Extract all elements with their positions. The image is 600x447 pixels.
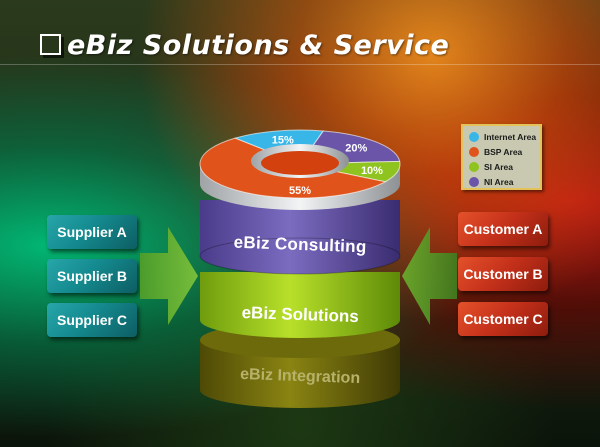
layer-label-solutions: eBiz Solutions <box>241 303 359 326</box>
supplier-b-box: Supplier B <box>47 259 137 293</box>
donut-hole <box>261 151 339 175</box>
legend: Internet Area BSP Area SI Area NI Area <box>461 124 542 190</box>
supplier-a-box: Supplier A <box>47 215 137 249</box>
donut-label-ni-area: 20% <box>345 143 367 155</box>
supplier-c-box: Supplier C <box>47 303 137 337</box>
donut-labels: 15% 20% 10% 55% <box>272 135 383 197</box>
legend-item: Internet Area <box>463 129 540 144</box>
legend-item: SI Area <box>463 159 540 174</box>
customer-c-box: Customer C <box>458 302 548 336</box>
legend-dot-icon <box>469 131 479 142</box>
customer-b-box: Customer B <box>458 257 548 291</box>
legend-item: NI Area <box>463 174 540 189</box>
title-text: eBiz Solutions & Service <box>67 30 450 61</box>
legend-item: BSP Area <box>463 144 540 159</box>
legend-dot-icon <box>469 146 479 157</box>
right-arrow-icon <box>402 227 457 325</box>
layer-consulting <box>199 200 401 275</box>
slide-title: eBiz Solutions & Service <box>40 30 449 61</box>
donut-label-bsp-area: 55% <box>289 185 311 197</box>
checkbox-bullet-icon <box>40 34 61 55</box>
donut-label-si-area: 10% <box>361 165 383 177</box>
donut-label-internet-area: 15% <box>272 135 294 147</box>
customer-a-box: Customer A <box>458 212 548 246</box>
legend-dot-icon <box>469 176 479 187</box>
layer-label-integration: eBiz Integration <box>240 366 361 387</box>
left-arrow-icon <box>140 227 198 325</box>
title-divider <box>0 64 600 65</box>
legend-dot-icon <box>469 161 479 172</box>
layer-label-consulting: eBiz Consulting <box>233 233 367 257</box>
layer-solutions <box>200 272 400 338</box>
